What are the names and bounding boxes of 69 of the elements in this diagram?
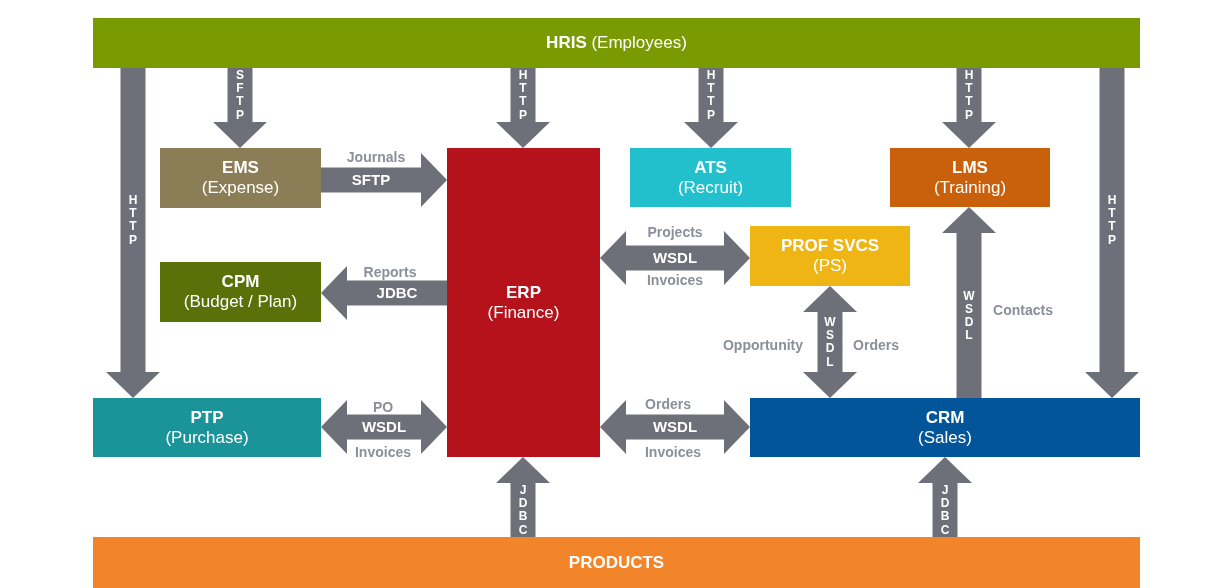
block-arrow	[803, 286, 857, 398]
block-arrow	[496, 68, 550, 148]
edge-label: WSDL	[652, 247, 698, 268]
edge-label: SFTP	[351, 169, 391, 190]
flow-label: PO	[372, 397, 394, 417]
edge-label: WSDL	[963, 289, 975, 342]
block-arrow	[600, 231, 750, 285]
node-subtitle: (Purchase)	[165, 427, 249, 448]
system-box	[630, 148, 791, 207]
flow-label: Journals	[346, 147, 406, 167]
node-title: ATS	[694, 157, 727, 178]
flow-label: Invoices	[355, 442, 411, 462]
system-box	[93, 398, 321, 457]
block-arrow	[321, 400, 447, 454]
node-subtitle: (Training)	[933, 177, 1007, 198]
system-box	[447, 148, 600, 457]
block-arrow	[918, 457, 972, 537]
edge-label: WSDL	[824, 315, 836, 369]
block-arrow	[684, 68, 738, 148]
flow-label: Contacts	[993, 300, 1053, 320]
node-title: PROF SVCS	[780, 236, 880, 256]
block-arrow	[321, 266, 447, 320]
edge-label: HTTP	[705, 68, 717, 122]
node-title: ERP	[506, 282, 541, 303]
system-band	[93, 18, 1140, 68]
node-title: CRM	[925, 407, 965, 428]
node-subtitle: (Recruit)	[677, 177, 744, 198]
node-subtitle: (Expense)	[201, 178, 280, 198]
flow-label: Orders	[853, 335, 899, 355]
system-box	[890, 148, 1050, 207]
block-arrow	[321, 153, 447, 207]
system-band	[93, 537, 1140, 588]
edge-label: JDBC	[376, 282, 418, 303]
system-box	[750, 398, 1140, 457]
node-subtitle: (Sales)	[918, 427, 972, 448]
node-subtitle: (PS)	[813, 256, 847, 276]
flow-label: Reports	[363, 262, 417, 282]
block-arrow	[496, 457, 550, 537]
edge-label: JDBC	[939, 483, 951, 537]
flow-label: Orders	[645, 394, 691, 414]
system-box	[160, 148, 321, 208]
block-arrow	[1085, 68, 1139, 398]
node-subtitle: (Budget / Plan)	[183, 292, 298, 312]
edge-label: WSDL	[361, 416, 407, 437]
node-title: HRIS (Employees)	[546, 33, 687, 53]
node-title: LMS	[952, 157, 988, 178]
block-arrow	[600, 400, 750, 454]
node-title: EMS	[222, 158, 259, 178]
block-arrow	[942, 68, 996, 148]
edge-label: HTTP	[127, 193, 139, 247]
edge-label: HTTP	[1106, 193, 1118, 247]
node-title: CPM	[221, 272, 260, 292]
edge-label: HTTP	[517, 68, 529, 122]
flow-label: Invoices	[647, 270, 703, 290]
node-title: PRODUCTS	[568, 552, 665, 573]
block-arrow	[106, 68, 160, 398]
system-box	[160, 262, 321, 322]
edge-label: HTTP	[963, 68, 975, 122]
edge-label: JDBC	[517, 483, 529, 537]
block-arrow	[942, 207, 996, 398]
block-arrow	[213, 68, 267, 148]
node-title: PTP	[190, 407, 224, 428]
edge-label: SFTP	[235, 68, 245, 122]
flow-label: Projects	[647, 222, 703, 242]
system-box	[750, 226, 910, 286]
flow-label: Invoices	[645, 442, 701, 462]
flow-label: Opportunity	[722, 335, 804, 355]
node-subtitle: (Finance)	[487, 302, 560, 323]
edge-label: WSDL	[652, 416, 698, 437]
